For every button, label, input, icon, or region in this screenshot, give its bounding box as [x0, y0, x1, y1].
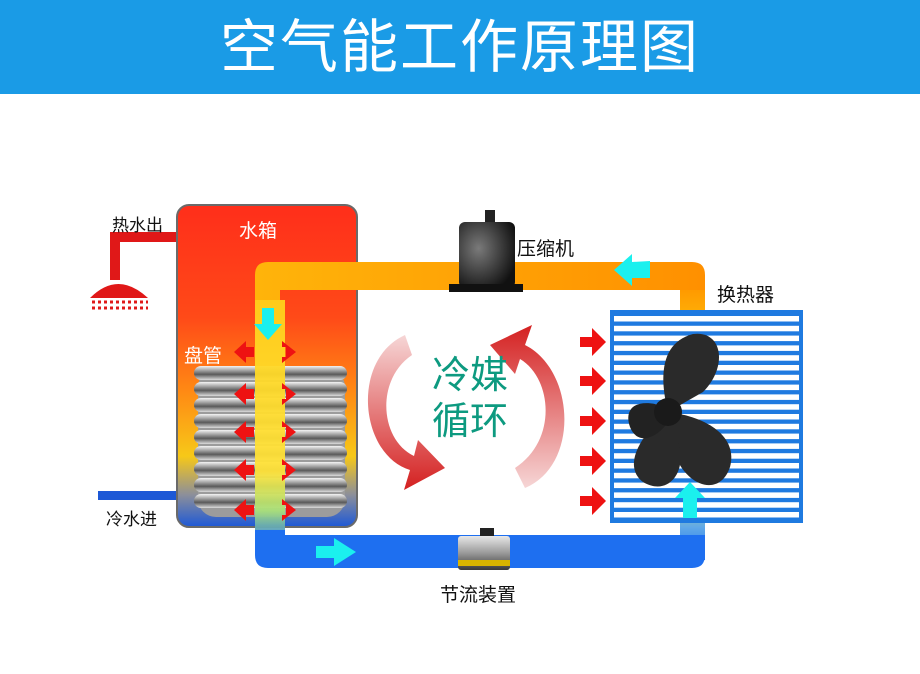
fin — [614, 394, 799, 400]
flow-arrow-up — [675, 482, 705, 518]
cold-water-in-label: 冷水进 — [106, 510, 157, 530]
hot-water-outlet — [90, 232, 180, 310]
cold-water-inlet-pipe — [98, 491, 182, 500]
fin — [614, 404, 799, 410]
fin — [614, 414, 799, 420]
fan-icon — [628, 333, 732, 487]
flow-arrows — [254, 254, 705, 566]
fin — [614, 512, 799, 518]
hot-water-out-label: 热水出 — [112, 216, 163, 236]
page-title: 空气能工作原理图 — [219, 13, 700, 81]
fin — [614, 492, 799, 498]
title-banner: 空气能工作原理图 — [0, 0, 920, 94]
cycle-arrows-icon — [367, 325, 565, 490]
flow-arrow-left — [614, 254, 650, 286]
flow-arrow-down — [254, 308, 282, 340]
heat-arrow-right — [282, 341, 296, 363]
compressor-icon — [449, 210, 523, 292]
throttle-valve-icon — [458, 528, 510, 570]
heat-arrow-right — [282, 421, 296, 443]
heat-arrow-right — [282, 383, 296, 405]
fin — [614, 502, 799, 508]
heat-exchanger-label: 换热器 — [717, 284, 775, 306]
heat-arrow-left — [234, 383, 254, 405]
refrigerant-cycle-label: 冷媒 循环 — [420, 352, 520, 444]
throttle-label: 节流装置 — [440, 584, 517, 606]
heat-arrow-left — [234, 421, 254, 443]
fin — [614, 482, 799, 489]
refrigerant-label-line2: 循环 — [431, 399, 508, 443]
flow-arrow-right — [316, 538, 356, 566]
shower-head-icon — [90, 284, 148, 310]
heat-arrow-left — [234, 341, 254, 363]
heat-arrow-right — [282, 499, 296, 521]
fin — [614, 325, 799, 332]
refrigerant-label-line1: 冷媒 — [431, 353, 508, 397]
heat-arrow-left — [234, 459, 254, 481]
water-tank-label: 水箱 — [239, 220, 278, 242]
heat-arrow-right — [282, 459, 296, 481]
heat-release-arrows — [234, 341, 296, 521]
compressor-label: 压缩机 — [517, 238, 575, 260]
coil-label: 盘管 — [184, 345, 223, 367]
fin — [614, 316, 799, 322]
heat-absorb-arrows — [580, 328, 606, 515]
heat-arrow-left — [234, 499, 254, 521]
